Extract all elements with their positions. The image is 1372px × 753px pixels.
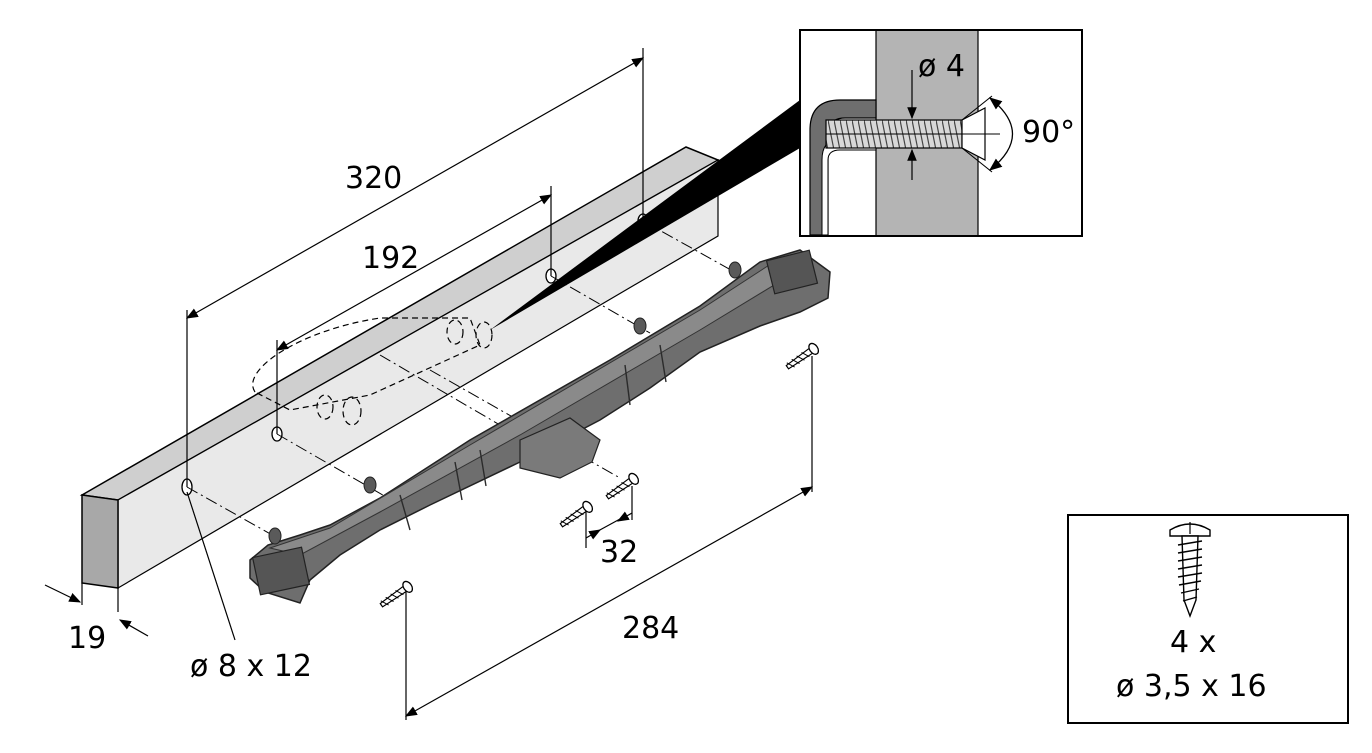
screw-spec-box: 4 x ø 3,5 x 16 bbox=[1067, 514, 1349, 724]
dim-192-line bbox=[275, 194, 553, 351]
hole-spec-label: ø 8 x 12 bbox=[190, 649, 312, 684]
screw-icon bbox=[379, 580, 414, 608]
dim-320-line bbox=[185, 57, 645, 319]
dim-284-label: 284 bbox=[622, 611, 679, 646]
hole-leader bbox=[186, 491, 236, 641]
screw-icon bbox=[605, 472, 640, 500]
screw-icon bbox=[785, 342, 820, 370]
rail-end-cap-front bbox=[251, 546, 311, 596]
dim-284-line bbox=[404, 486, 814, 717]
dim-320-label: 320 bbox=[345, 161, 402, 196]
detail-angle-label: 90° bbox=[1022, 115, 1075, 150]
drawer-rail bbox=[249, 249, 831, 604]
dim-32-label: 32 bbox=[600, 535, 638, 570]
rail-end-cap-back bbox=[765, 249, 819, 295]
rail-center-bracket bbox=[519, 417, 601, 479]
dim-192-label: 192 bbox=[362, 241, 419, 276]
rail-pegs bbox=[268, 261, 742, 545]
detail-view: ø 4 90° bbox=[799, 29, 1083, 237]
board-front-face bbox=[81, 494, 119, 589]
detail-diameter-label: ø 4 bbox=[918, 49, 965, 84]
screw-size-label: ø 3,5 x 16 bbox=[1116, 669, 1267, 704]
screw-quantity-label: 4 x bbox=[1170, 625, 1216, 660]
wood-screw-icon bbox=[1169, 522, 1211, 618]
screw-spec-frame bbox=[1067, 514, 1349, 724]
dimension-lines bbox=[44, 48, 814, 720]
board-top-face bbox=[79, 146, 720, 501]
screw-icon bbox=[559, 500, 594, 528]
dim-19-label: 19 bbox=[68, 621, 106, 656]
